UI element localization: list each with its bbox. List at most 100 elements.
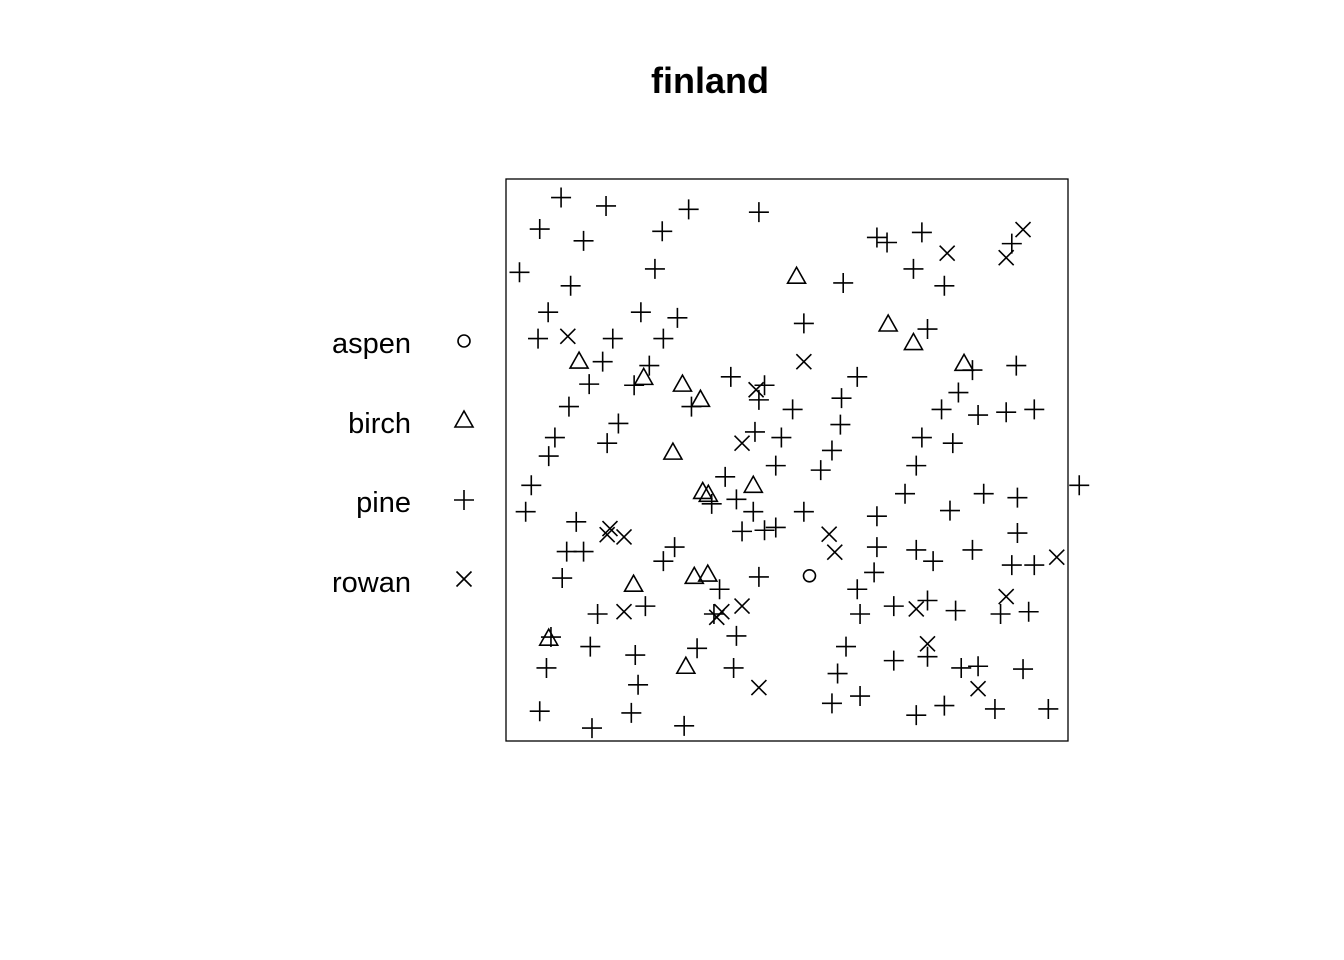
data-point-pine [1001,233,1022,254]
data-point-pine [973,483,994,504]
data-point-pine [911,222,932,243]
triangle-marker-icon [453,409,475,428]
data-point-pine [962,360,983,381]
series-aspen [802,568,817,583]
data-point-pine [934,695,955,716]
legend-marker-cross [455,570,473,588]
data-point-pine [529,701,550,722]
data-point-pine [1018,601,1039,622]
data-point-aspen [802,568,817,583]
data-point-pine [883,596,904,617]
data-point-pine [538,302,559,323]
data-point-rowan [601,520,619,537]
data-point-pine [639,355,660,376]
data-point-rowan [939,245,956,262]
data-point-rowan [708,609,725,626]
data-point-pine [551,187,572,208]
data-point-pine [587,603,608,624]
data-point-pine [744,421,765,442]
data-point-pine [821,440,842,461]
data-point-pine [990,603,1011,624]
data-point-pine [877,232,898,253]
data-point-pine [1007,487,1028,508]
cross-marker-icon [455,570,473,588]
data-point-rowan [733,598,751,615]
series-pine [509,187,1090,739]
data-point-pine [723,657,744,678]
data-point-pine [1007,523,1028,544]
data-point-pine [528,328,549,349]
data-point-pine [732,521,753,542]
legend-marker-plus [454,490,474,510]
data-point-pine [850,686,871,707]
data-point-pine [931,399,952,420]
data-point-pine [678,199,699,220]
data-point-pine [628,674,649,695]
data-point-pine [552,568,573,589]
data-point-pine [566,511,587,532]
data-point-birch [742,474,764,494]
data-point-pine [765,517,786,538]
data-point-pine [968,656,989,677]
legend-item-birch: birch [348,408,475,440]
data-point-pine [748,202,769,223]
data-point-birch [697,563,719,582]
data-point-birch [633,366,655,386]
data-point-pine [681,396,702,417]
data-point-pine [771,427,792,448]
data-point-pine [630,302,651,323]
data-point-pine [1038,698,1059,719]
data-point-pine [596,195,617,216]
data-point-pine [827,663,848,684]
data-point-birch [683,565,705,585]
data-point-birch [672,373,693,392]
data-point-pine [866,227,887,248]
legend-label-pine: pine [356,487,411,519]
data-point-pine [667,307,688,328]
data-point-pine [544,427,565,448]
data-point-birch [568,350,590,369]
plus-marker-icon [454,490,474,510]
data-point-pine [1069,475,1090,496]
data-point-rowan [750,679,767,696]
data-point-birch [623,573,644,593]
data-point-pine [782,399,803,420]
legend-marker-circle [457,334,471,348]
data-point-birch [662,441,684,460]
data-point-pine [581,718,602,739]
data-point-pine [653,328,674,349]
data-point-pine [720,366,741,387]
data-point-pine [602,328,623,349]
data-point-pine [934,275,955,296]
data-point-pine [536,657,557,678]
data-point-pine [556,541,577,562]
data-point-pine [726,489,747,510]
data-points [509,187,1090,739]
data-point-pine [509,262,530,283]
data-point-pine [540,627,561,648]
data-point-pine [847,579,868,600]
data-point-pine [911,427,932,448]
chart-title: finland [651,60,769,101]
data-point-pine [1001,555,1022,576]
data-point-birch [692,480,714,500]
data-point-pine [754,520,775,541]
data-point-pine [793,313,814,334]
data-point-birch [697,483,719,503]
data-point-pine [579,374,600,395]
data-point-rowan [615,528,633,546]
data-point-pine [833,272,854,293]
data-point-pine [573,230,594,251]
data-point-rowan [821,526,838,543]
data-point-rowan [1048,549,1065,566]
data-point-pine [939,500,960,521]
series-birch [538,265,975,675]
legend-marker-triangle [453,409,475,428]
data-point-rowan [795,353,812,370]
data-point-pine [850,603,871,624]
data-point-pine [652,221,673,242]
data-point-pine [847,366,868,387]
data-point-pine [515,501,536,522]
data-point-pine [866,506,887,527]
data-point-pine [917,319,938,340]
